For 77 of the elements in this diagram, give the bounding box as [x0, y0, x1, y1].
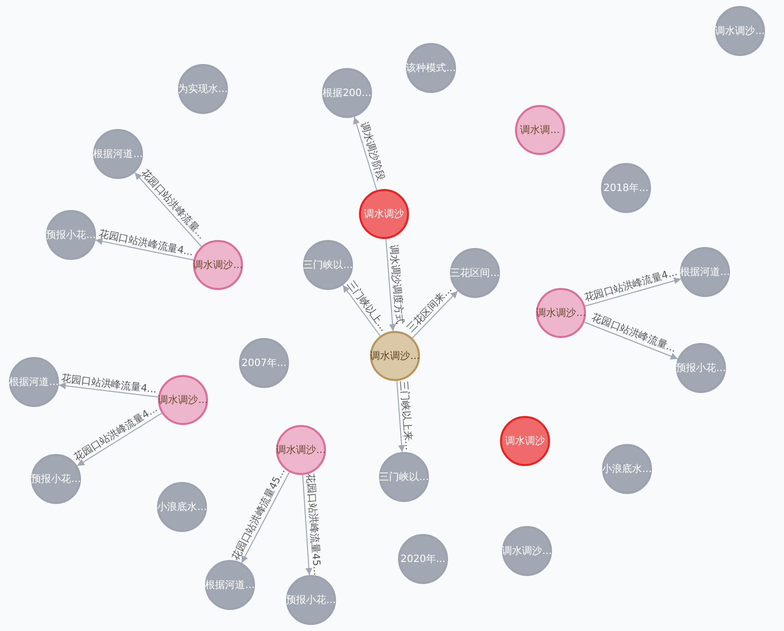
node-label: 调水调沙... — [158, 394, 208, 406]
node-label: 根据河道... — [205, 580, 255, 590]
arrow — [396, 380, 406, 453]
node-circle — [406, 43, 456, 93]
arrow — [412, 290, 458, 338]
arrow — [584, 322, 678, 360]
edge-label: 三门峡以上来... — [398, 380, 414, 452]
node-label: 调水调沙... — [715, 26, 765, 36]
arrow — [584, 277, 682, 307]
node-label: 2007年... — [242, 358, 286, 368]
node-circle — [500, 416, 550, 466]
node-circle — [9, 357, 59, 407]
node-label: 预报小花... — [676, 362, 726, 374]
node-label: 预报小花... — [31, 474, 81, 484]
edge-label: 调水调沙调度方式 — [388, 243, 406, 326]
edge-label: 三花区间来... — [405, 284, 456, 336]
node-label: 根据河道... — [93, 148, 143, 160]
node-label: 三花区间... — [450, 268, 500, 278]
node-label: 调水调沙 — [505, 436, 545, 446]
node-label: 2020年... — [400, 554, 446, 564]
edge-label: 调水调沙阶段 — [358, 120, 386, 183]
node-label: 调水调沙... — [193, 260, 243, 270]
node-label: 预报小花... — [46, 230, 96, 240]
node-circle — [715, 6, 765, 56]
edge-label: 花园口站洪峰流量4... — [60, 372, 158, 396]
node-circle — [515, 105, 565, 155]
edge-label: 花园口站洪峰流量... — [588, 312, 678, 356]
node-label: 2018年... — [604, 182, 648, 194]
node-circle — [680, 247, 730, 297]
arrow — [241, 472, 290, 564]
edge-label: 三门峡以上... — [344, 278, 390, 334]
node-circle — [536, 288, 586, 338]
node-label: 为实现水... — [178, 84, 228, 94]
node-circle — [239, 338, 289, 388]
edge-label: 花园口站洪峰流量4... — [582, 267, 680, 304]
node-label: 根据200... — [322, 88, 372, 98]
arrow — [342, 284, 381, 336]
arrow — [58, 382, 159, 398]
node-circle — [46, 210, 96, 260]
node-label: 根据河道... — [9, 376, 59, 388]
arrow — [76, 412, 162, 466]
node-label: 该种模式... — [406, 62, 456, 74]
node-circle — [602, 444, 652, 494]
node-label: 调水调沙... — [276, 444, 326, 456]
node-label: 调水调沙... — [536, 308, 586, 318]
node-circle — [601, 163, 651, 213]
edge-label: 花园口站洪峰流量45... — [230, 466, 289, 563]
arrow — [302, 474, 312, 576]
node-circle — [450, 248, 500, 298]
node-label: 三门峡以... — [379, 472, 429, 482]
node-circle — [398, 534, 448, 584]
node-label: 调水调... — [520, 124, 560, 136]
node-circle — [359, 189, 409, 239]
node-label: 小浪底水... — [157, 502, 207, 512]
node-circle — [193, 240, 243, 290]
node-circle — [502, 526, 552, 576]
arrow — [353, 116, 378, 191]
node-circle — [286, 575, 336, 625]
arrow — [95, 238, 194, 260]
node-label: 调水调沙... — [502, 546, 552, 556]
node-label: 三门峡以... — [303, 260, 353, 270]
node-circle — [158, 375, 208, 425]
node-circle — [676, 343, 726, 393]
node-circle — [205, 560, 255, 610]
edge-label: 花园口站洪峰流量45... — [304, 472, 322, 577]
arrow — [134, 172, 202, 247]
node-circle — [93, 129, 143, 179]
node-circle — [178, 64, 228, 114]
node-circle — [322, 68, 372, 118]
node-label: 预报小花... — [286, 594, 336, 606]
node-circle — [157, 482, 207, 532]
node-label: 根据河道... — [680, 266, 730, 278]
node-label: 小浪底水... — [602, 464, 652, 474]
arrow — [385, 238, 396, 332]
node-circle — [379, 452, 429, 502]
edge-label: 花园口站洪峰流量4... — [71, 404, 160, 464]
node-label: 调水调沙 — [364, 208, 404, 220]
